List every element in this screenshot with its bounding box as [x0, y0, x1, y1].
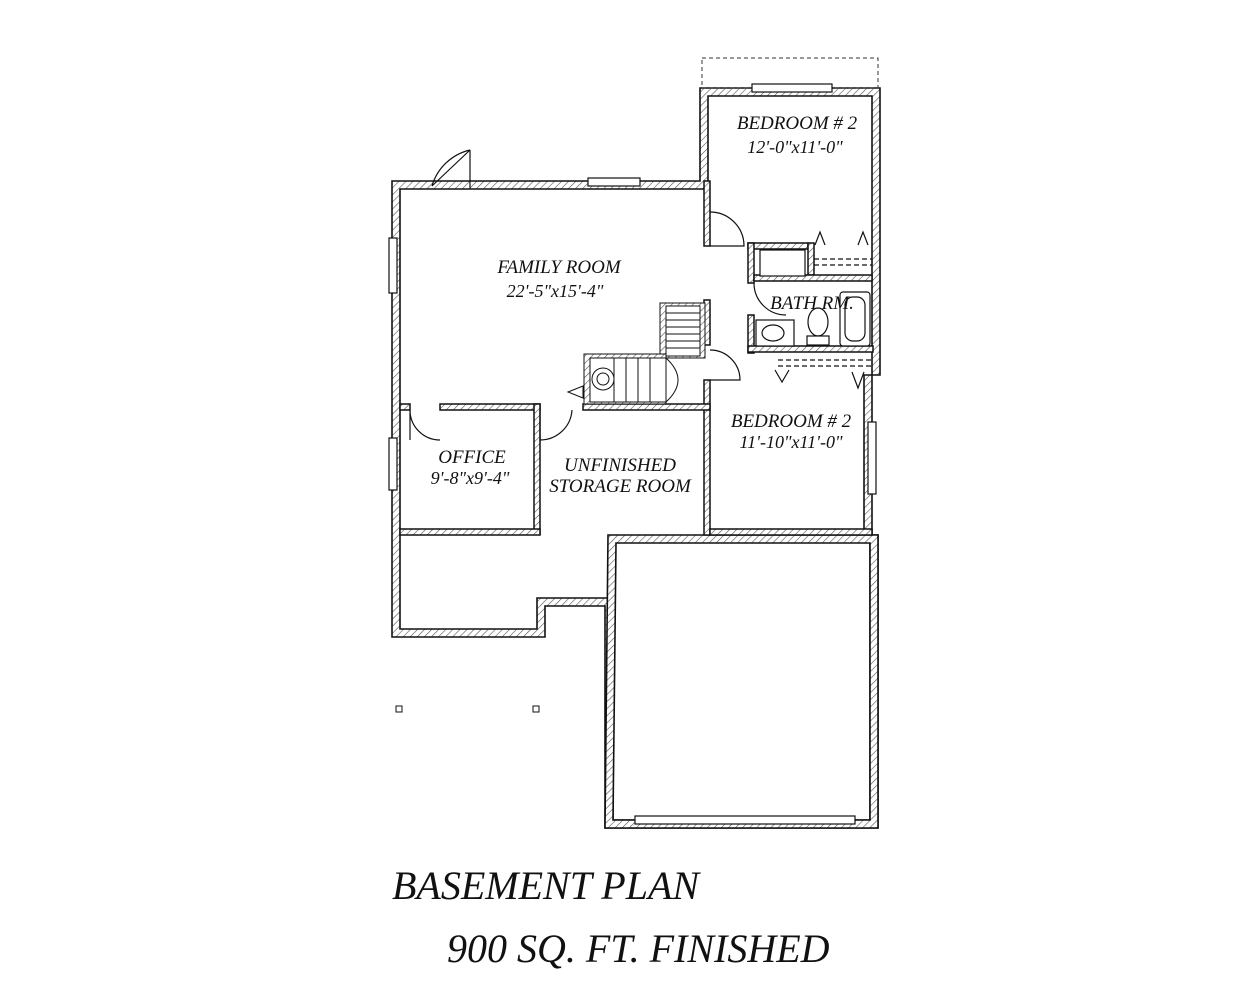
wall-bath-mid: [753, 274, 873, 282]
bath-fixtures: [755, 249, 872, 367]
door-storage: [539, 409, 573, 441]
door-bedroom-bottom: [709, 349, 741, 381]
wall-family-east: [703, 180, 711, 247]
bedroom-top-name: BEDROOM # 2: [737, 113, 858, 134]
bath-name: BATH RM.: [770, 293, 854, 314]
office-name: OFFICE: [438, 447, 506, 468]
wall-bath-bottom: [747, 345, 874, 353]
wall-office-bottom: [399, 528, 541, 536]
water-heater-icon: [591, 367, 615, 391]
family-room-size: 22'-5"x15'-4": [507, 281, 604, 301]
plan-subtitle: 900 SQ. FT. FINISHED: [447, 926, 830, 971]
window-top-bedroom: [751, 83, 833, 93]
storage-line2: STORAGE ROOM: [549, 476, 692, 497]
wall-bath-closet: [807, 242, 815, 276]
closet-shelf: [759, 249, 806, 277]
office-size: 9'-8"x9'-4": [431, 468, 510, 488]
family-room-name: FAMILY ROOM: [496, 257, 621, 278]
door-bedroom-top: [709, 211, 745, 247]
wall-bath-top: [747, 242, 809, 250]
garage-wall: [604, 534, 879, 829]
doors: [409, 149, 869, 441]
bedroom-bottom-size: 11'-10"x11'-0": [739, 432, 843, 452]
door-exterior: [431, 149, 471, 187]
wall-office-left-stub: [399, 403, 411, 411]
window-garage-door: [634, 815, 856, 825]
furnace-icon: [566, 385, 584, 399]
wall-office-right: [533, 403, 541, 535]
stairs: [566, 302, 706, 405]
column-marker: [395, 705, 403, 713]
window-office-left: [388, 437, 398, 491]
window-family-left: [388, 237, 398, 294]
wall-bedroom-bottom: [709, 528, 873, 536]
wall-office-top: [439, 403, 541, 411]
room-labels: BEDROOM # 2 12'-0"x11'-0" FAMILY ROOM 22…: [431, 113, 858, 497]
column-markers: [395, 705, 540, 713]
windows: [388, 83, 877, 825]
wall-bath-left: [747, 242, 755, 284]
window-bedroom-right: [867, 421, 877, 495]
wall-stair-bottom: [582, 403, 711, 411]
column-marker: [532, 705, 540, 713]
bedroom-top-size: 12'-0"x11'-0": [747, 137, 843, 157]
window-family-top: [587, 177, 641, 187]
wall-storage-east: [703, 379, 711, 536]
plan-title: BASEMENT PLAN: [392, 863, 701, 908]
bedroom-bottom-name: BEDROOM # 2: [731, 411, 852, 432]
wall-bath-left-2: [747, 314, 755, 354]
storage-line1: UNFINISHED: [564, 455, 676, 476]
door-bath: [753, 282, 787, 316]
door-office: [409, 409, 441, 441]
